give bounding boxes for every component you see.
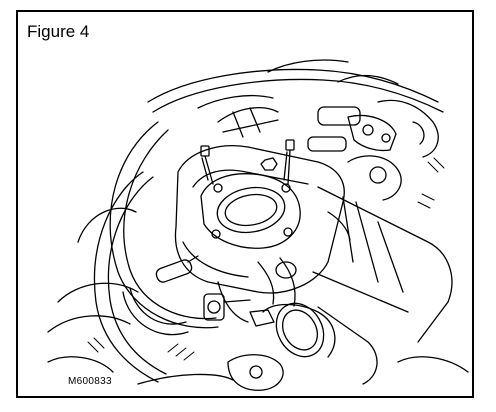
mounting-bolt-right [284, 140, 294, 184]
figure-title: Figure 4 [27, 22, 90, 41]
engine-throttle-body-illustration [18, 12, 472, 396]
throttle-body-flange [201, 174, 300, 249]
vacuum-hose [123, 256, 198, 335]
sensor-connector-assembly [204, 258, 296, 326]
upper-hose-cluster [148, 60, 443, 200]
left-wiring-harness [48, 122, 218, 382]
lower-engine-casting [48, 355, 468, 391]
mounting-bolt-left [201, 146, 213, 184]
shading-hatches [88, 158, 444, 360]
throttle-body-housing [175, 146, 344, 293]
intake-duct [263, 187, 452, 384]
figure-code: M600833 [68, 376, 112, 387]
right-bracket [328, 116, 396, 240]
mounting-bolts [201, 140, 294, 184]
mounting-nut [261, 158, 277, 170]
figure-frame: Figure 4 M600833 [16, 10, 474, 398]
